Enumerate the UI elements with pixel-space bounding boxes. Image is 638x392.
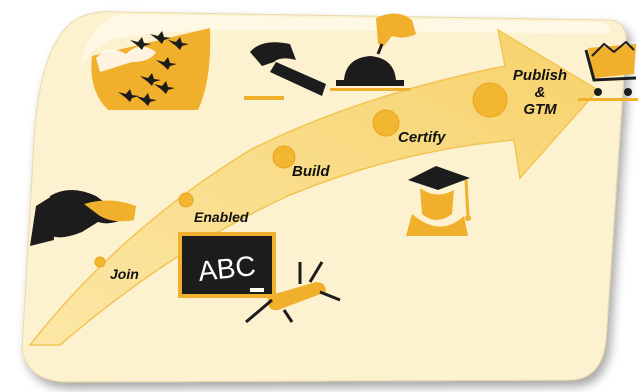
card-gloss (80, 14, 611, 70)
hammer-icon (244, 42, 326, 100)
stage-dot-3 (272, 145, 296, 169)
swiss-knife-icon (245, 261, 341, 324)
stage-dot-4 (372, 109, 400, 137)
geese-icon (91, 28, 211, 110)
shopping-cart-icon (578, 40, 638, 101)
stage-dot-1 (94, 256, 106, 268)
chalkboard-text: ABC (197, 250, 258, 287)
handshake-icon (30, 190, 136, 246)
stage-label-4: Certify (398, 129, 446, 146)
stage-label-5: Publish&GTM (513, 67, 567, 118)
stage-label-3: Build (292, 163, 330, 180)
stage-label-1: Join (110, 266, 139, 282)
stage-dot-5 (472, 82, 508, 118)
stage-label-2: Enabled (194, 209, 249, 225)
stage-dot-2 (178, 192, 194, 208)
stage-markers: Join Enabled Build Certify Publish&GTM (94, 67, 567, 282)
graduate-icon (406, 166, 471, 236)
service-bell-icon (330, 13, 416, 91)
chalkboard-icon: ABC (178, 232, 276, 298)
